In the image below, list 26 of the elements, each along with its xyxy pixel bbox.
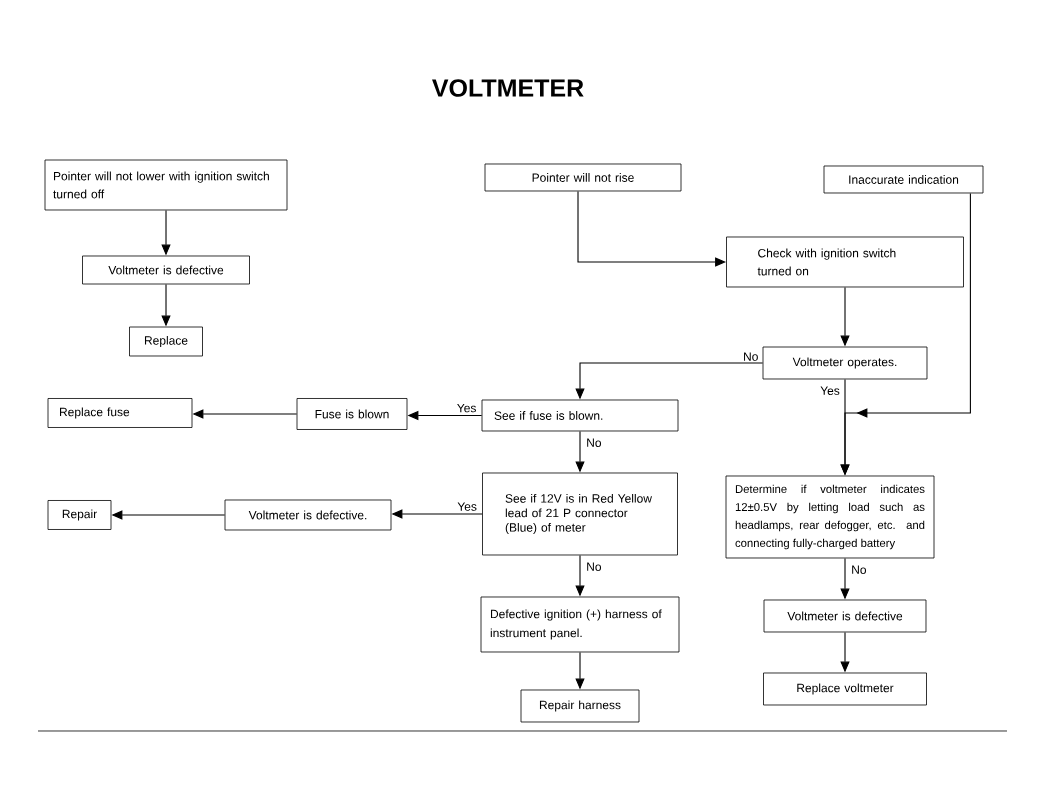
decision-box: Voltmeter operates. — [762, 346, 928, 380]
title: VOLTMETER — [432, 79, 584, 97]
action-box: Replace fuse — [47, 398, 193, 428]
symptom-box: Pointer will not rise — [484, 163, 682, 192]
result-box: Voltmeter is defective — [82, 255, 250, 285]
action-box: Repair harness — [520, 689, 640, 723]
decision-box: See if 12V is in Red Yellow lead of 21 P connector (Blue) of meter — [482, 472, 678, 556]
action-box: Replace voltmeter — [763, 672, 927, 706]
result-box: Fuse is blown — [296, 398, 408, 430]
symptom-box: Inaccurate indication — [823, 165, 984, 194]
symptom-box: Pointer will not lower with ignition switch turned off — [44, 159, 288, 211]
edge-label: No — [585, 561, 603, 572]
decision-box: See if fuse is blown. — [481, 399, 679, 432]
edge-label: Yes — [455, 402, 478, 414]
decision-box: Determine if voltmeter indicates 12±0.5V by letting load such as headlamps, rear defogger, etc. and connecting fully-charged battery — [725, 475, 935, 559]
result-box: Voltmeter is defective. — [224, 499, 392, 531]
decision-box: Check with ignition switch turned on — [726, 236, 964, 288]
edge-label: No — [585, 437, 603, 448]
result-box: Voltmeter is defective — [763, 599, 927, 633]
action-box: Repair — [47, 500, 112, 530]
action-box: Replace — [129, 326, 203, 357]
result-box: Defective ignition (+) harness of instrument panel. — [480, 596, 680, 653]
edge-label: No — [742, 351, 760, 362]
edge-label: Yes — [456, 501, 478, 512]
edge-label: Yes — [819, 385, 841, 396]
edge-label: No — [850, 564, 868, 575]
